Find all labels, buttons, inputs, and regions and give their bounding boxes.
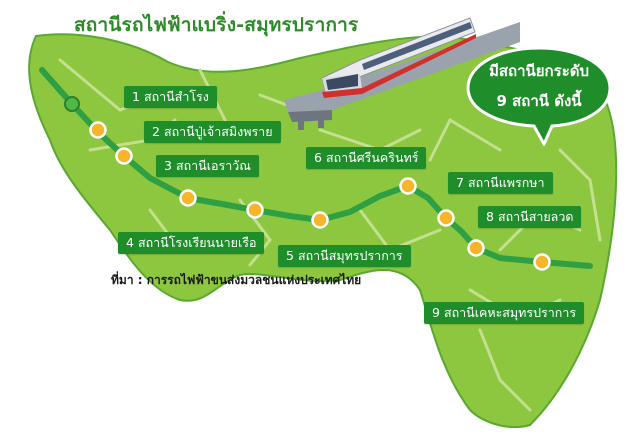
source-note: ที่มา : การรถไฟฟ้าขนส่งมวลชนแห่งประเทศไท… xyxy=(111,273,362,287)
station-name: สถานีสายลวด xyxy=(497,209,574,224)
station-name: สถานีแพรกษา xyxy=(467,175,545,190)
station-dot-icon xyxy=(246,201,264,219)
station-dot-icon xyxy=(437,209,455,227)
station-label-5: 5 สถานีสมุทรปราการ xyxy=(278,245,411,267)
station-label-2: 2 สถานีปู่เจ้าสมิงพราย xyxy=(144,121,281,143)
station-number: 4 xyxy=(126,235,134,250)
station-dot-icon xyxy=(89,121,107,139)
station-number: 2 xyxy=(152,124,160,139)
station-name: สถานีเอราวัณ xyxy=(175,158,251,173)
callout-line-2: 9 สถานี ดังนี้ xyxy=(496,92,582,110)
station-dot-icon xyxy=(467,239,485,257)
map-title: สถานีรถไฟฟ้าแบริ่ง-สมุทรปราการ xyxy=(74,14,359,36)
station-number: 6 xyxy=(314,150,322,165)
station-label-7: 7 สถานีแพรกษา xyxy=(448,172,553,194)
station-label-8: 8 สถานีสายลวด xyxy=(478,206,582,228)
station-label-6: 6 สถานีศรีนครินทร์ xyxy=(306,147,427,169)
callout-line-1: มีสถานียกระดับ xyxy=(488,62,590,80)
station-dot-icon xyxy=(311,211,329,229)
station-label-9: 9 สถานีเคหะสมุทรปราการ xyxy=(424,302,585,324)
station-dot-icon xyxy=(179,189,197,207)
station-name: สถานีสำโรง xyxy=(143,89,209,104)
station-number: 1 xyxy=(132,89,140,104)
station-label-4: 4 สถานีโรงเรียนนายเรือ xyxy=(118,232,265,254)
station-name: สถานีโรงเรียนนายเรือ xyxy=(137,235,257,250)
station-label-1: 1 สถานีสำโรง xyxy=(124,86,217,108)
station-label-3: 3 สถานีเอราวัณ xyxy=(156,155,259,177)
station-dot-icon xyxy=(115,147,133,165)
station-name: สถานีเคหะสมุทรปราการ xyxy=(443,305,577,320)
station-number: 9 xyxy=(432,305,440,320)
skytrain-icon xyxy=(284,17,520,130)
station-number: 5 xyxy=(286,248,294,263)
station-dot-icon xyxy=(533,253,551,271)
station-number: 8 xyxy=(486,209,494,224)
junction-dot-icon xyxy=(64,96,80,112)
station-dot-icon xyxy=(399,177,417,195)
station-name: สถานีสมุทรปราการ xyxy=(297,248,403,263)
station-number: 3 xyxy=(164,158,172,173)
station-name: สถานีศรีนครินทร์ xyxy=(325,150,419,165)
callout-bubble: มีสถานียกระดับ 9 สถานี ดังนี้ xyxy=(464,44,614,146)
station-name: สถานีปู่เจ้าสมิงพราย xyxy=(163,124,273,139)
station-number: 7 xyxy=(456,175,464,190)
